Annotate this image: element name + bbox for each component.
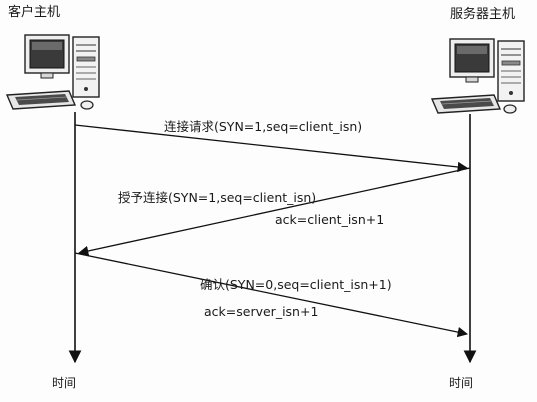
server-computer-icon bbox=[430, 38, 525, 114]
message-arrow-acknowledge bbox=[74, 252, 469, 338]
message-sublabel-acknowledge: ack=server_isn+1 bbox=[204, 304, 319, 319]
message-label-grant-connection: 授予连接(SYN=1,seq=client_isn) bbox=[118, 190, 317, 205]
client-computer-icon bbox=[5, 34, 100, 110]
message-label-connect-request: 连接请求(SYN=1,seq=client_isn) bbox=[164, 119, 363, 134]
message-sublabel-grant-connection: ack=client_isn+1 bbox=[275, 212, 385, 227]
client-host-title: 客户主机 bbox=[8, 5, 61, 20]
message-arrow-grant-connection bbox=[77, 167, 471, 257]
server-time-label: 时间 bbox=[449, 376, 474, 390]
client-time-label: 时间 bbox=[52, 376, 77, 390]
message-label-acknowledge: 确认(SYN=0,seq=client_isn+1) bbox=[200, 277, 392, 292]
server-host-title: 服务器主机 bbox=[450, 7, 516, 22]
message-arrow-connect-request bbox=[74, 124, 469, 173]
